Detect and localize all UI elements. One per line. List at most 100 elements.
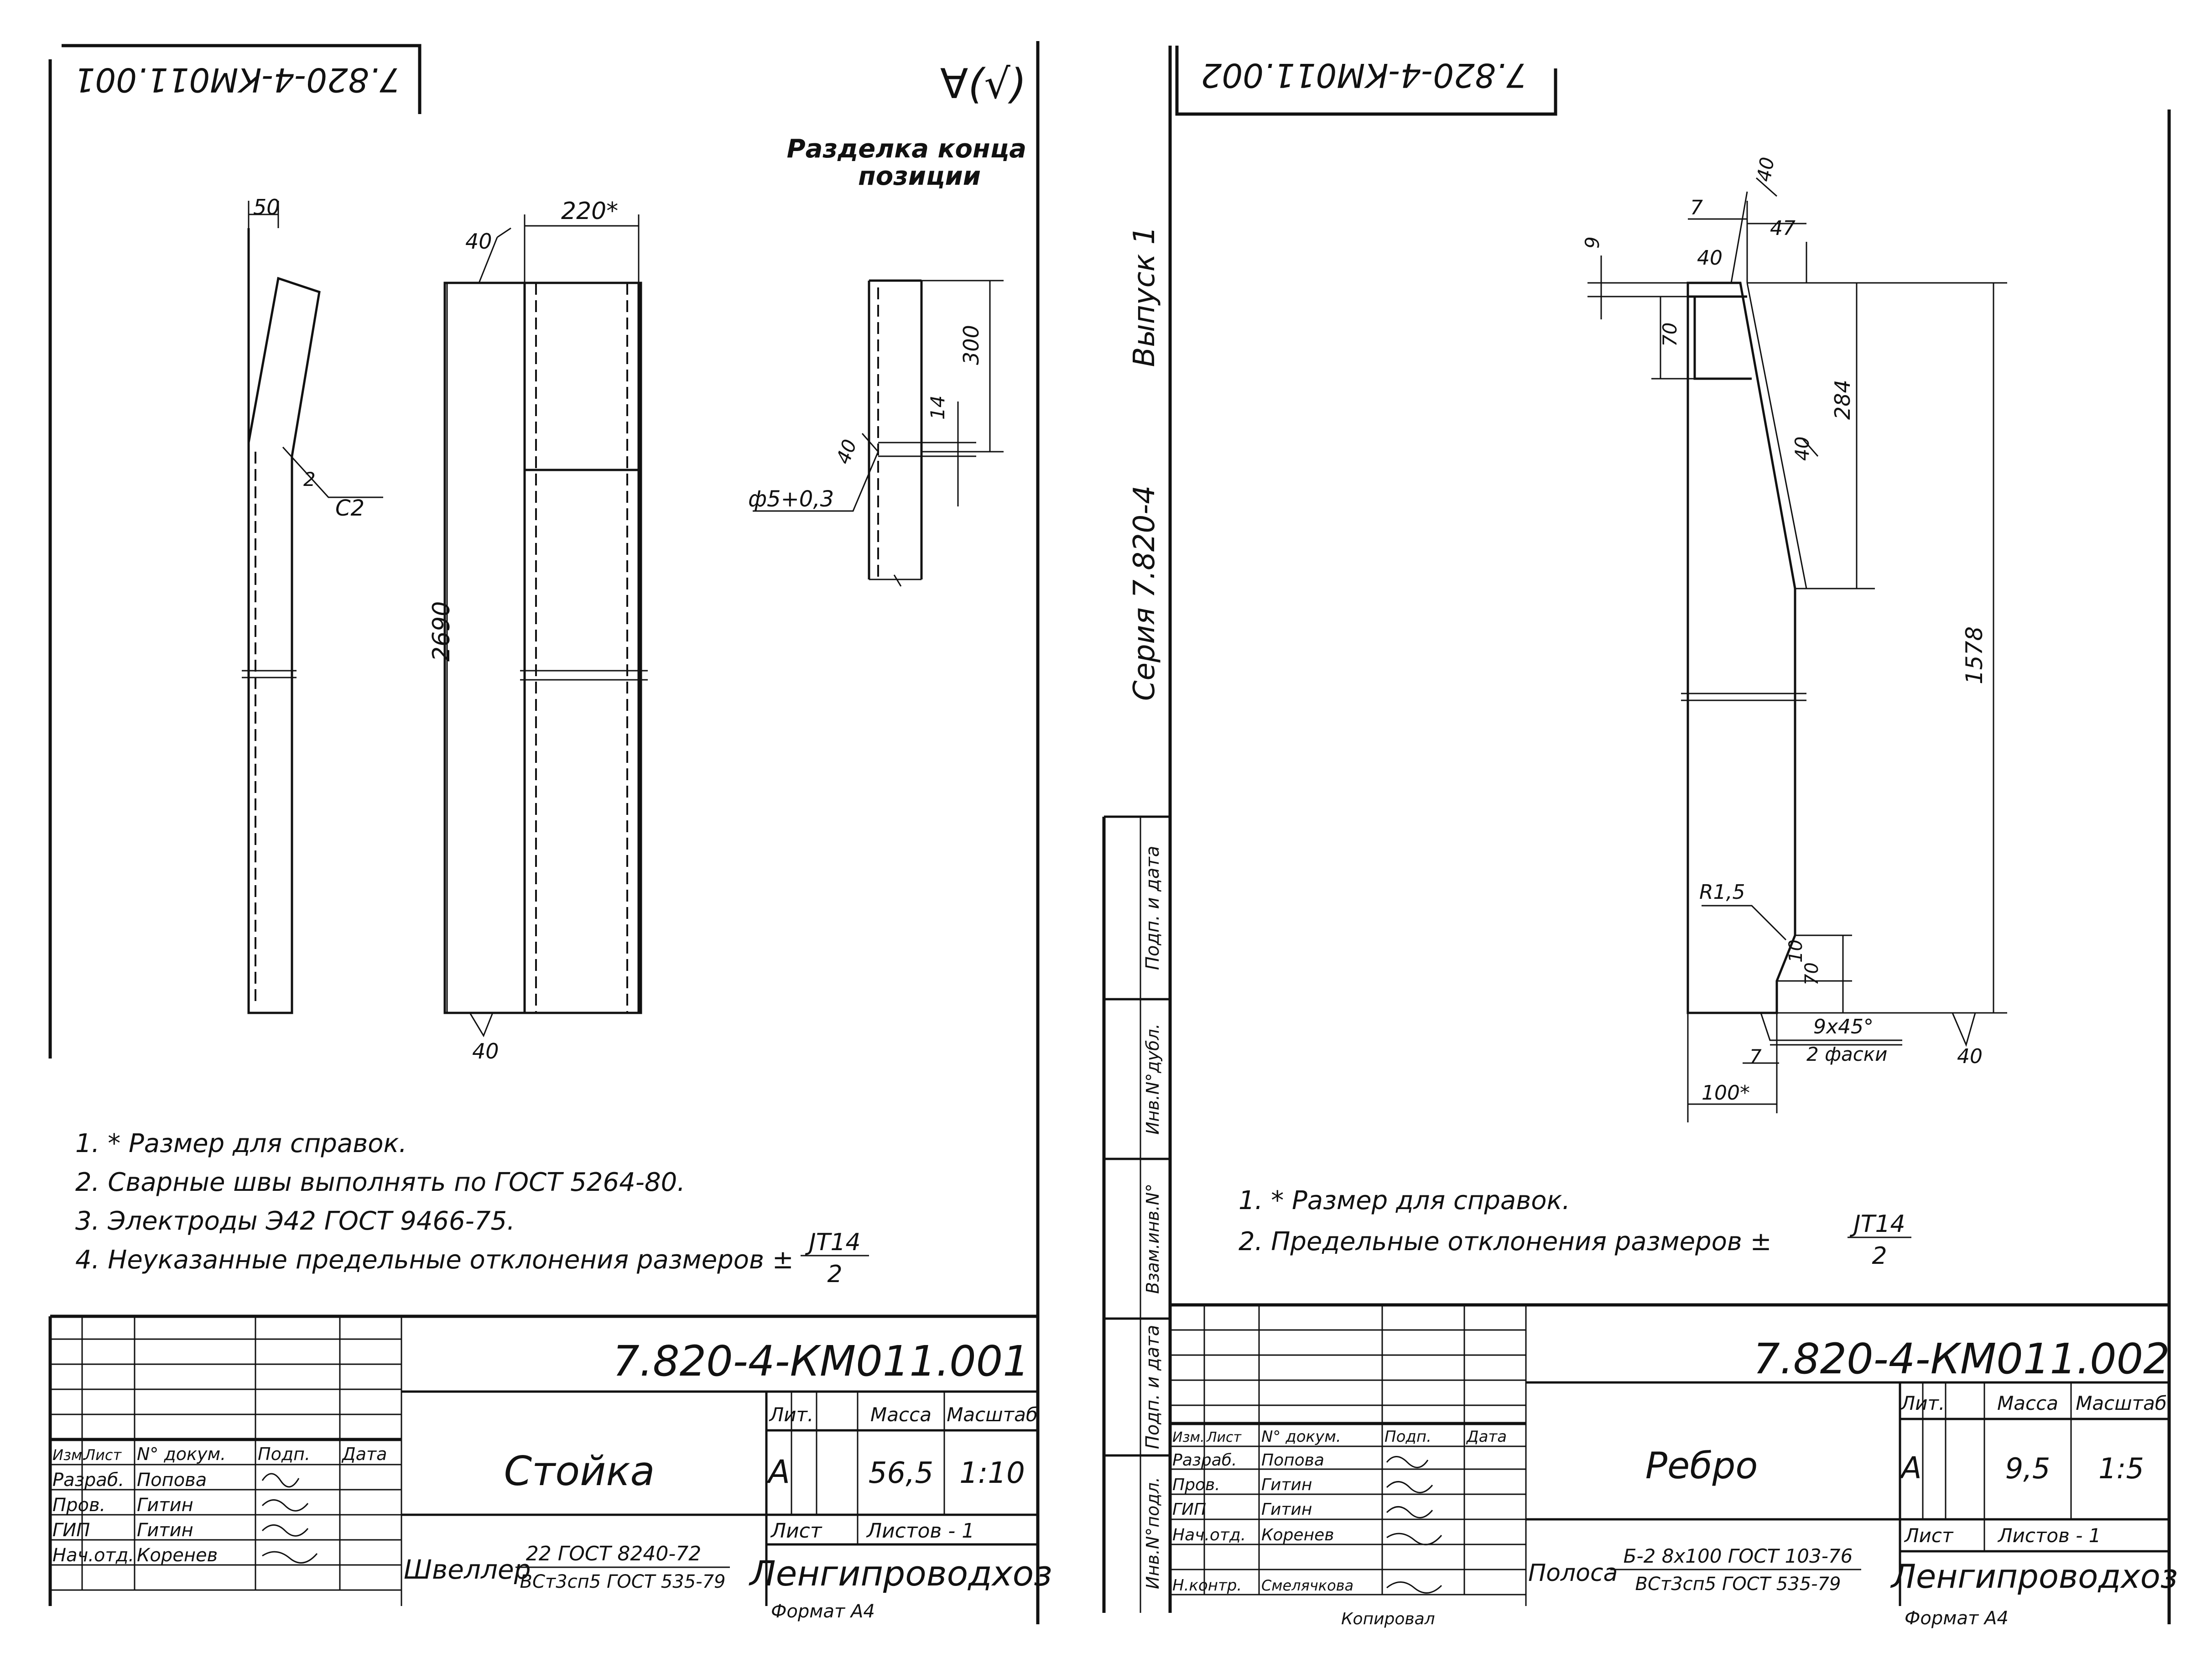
- sheet1-mass-value: 56,5: [869, 1456, 934, 1490]
- hole-dim: ф5+0,3: [748, 486, 834, 512]
- rib-dim-40-b: 40: [1697, 246, 1723, 270]
- dim-14: 14: [926, 396, 949, 420]
- dim-40-bottom: 40: [472, 1039, 499, 1064]
- sheet1-scale-label: Масштаб: [947, 1403, 1038, 1426]
- sheet2-sheets-label: Листов - 1: [1997, 1524, 2101, 1547]
- rib-dim-10: 10: [1785, 939, 1806, 963]
- dim-40-top: 40: [465, 229, 492, 254]
- s2-name-0: Попова: [1261, 1451, 1324, 1470]
- sheet2-mass-label: Масса: [1997, 1392, 2058, 1414]
- s2-h-doc: N° докум.: [1261, 1428, 1341, 1446]
- sheet1-format: Формат А4: [771, 1601, 875, 1622]
- sheet1-notes: 1. * Размер для справок. 2. Сварные швы …: [75, 1129, 869, 1288]
- channel-side-view: 50 2 C2: [242, 195, 383, 1014]
- sheet2-mass-value: 9,5: [2005, 1452, 2051, 1485]
- sheet1-material-top: 22 ГОСТ 8240-72: [526, 1542, 702, 1565]
- dim-50: 50: [253, 195, 280, 219]
- sheet2-title-block: 7.820-4-КМ011.002 Ребро Полоса Б-2 8x100…: [1170, 1303, 2178, 1629]
- s1-role-0: Разраб.: [52, 1470, 124, 1491]
- s1-h-izm: Изм.: [52, 1446, 87, 1464]
- dim-2690: 2690: [428, 601, 455, 662]
- rib-dim-70-bot: 70: [1801, 962, 1822, 986]
- note2-2: 2. Предельные отклонения размеров ±: [1239, 1227, 1772, 1257]
- roughness-mark: ∀(√): [940, 60, 1026, 108]
- rib-dim-1578: 1578: [1961, 626, 1988, 684]
- sheet1-lit-value: А: [766, 1453, 790, 1491]
- sheet1-material-prefix: Швеллер: [404, 1554, 531, 1585]
- sheet1-part-name: Стойка: [504, 1448, 655, 1495]
- sheet2-doc-code: 7.820-4-КМ011.002: [1753, 1335, 2170, 1383]
- side-field-1: Инв.N°дубл.: [1143, 1023, 1163, 1135]
- sheet1-scale-value: 1:10: [959, 1456, 1025, 1490]
- rib-dim-7: 7: [1690, 196, 1703, 219]
- s1-h-sign: Подп.: [258, 1444, 310, 1464]
- side-issue: Выпуск 1: [1128, 226, 1161, 367]
- note1-1: 1. * Размер для справок.: [75, 1129, 407, 1158]
- sheet2-format: Формат А4: [1905, 1608, 2009, 1629]
- dim-c2: C2: [335, 495, 364, 521]
- s2-role-3: Нач.отд.: [1172, 1526, 1246, 1544]
- sheet1-mass-label: Масса: [870, 1403, 932, 1426]
- s2-name-2: Гитин: [1261, 1500, 1312, 1519]
- side-field-3: Подп. и дата: [1142, 1325, 1163, 1449]
- s1-h-list: Лист: [84, 1446, 122, 1464]
- s1-name-3: Коренев: [137, 1545, 218, 1566]
- tol2-den: 2: [1872, 1242, 1887, 1270]
- sheet1-stamp-box: [62, 44, 422, 114]
- sheet2-scale-label: Масштаб: [2076, 1392, 2167, 1414]
- rib-dim-7-bot: 7: [1749, 1045, 1762, 1068]
- side-field-2: Взам.инв.N°: [1143, 1184, 1163, 1294]
- dim-220: 220*: [561, 198, 618, 225]
- s2-h-sign: Подп.: [1384, 1428, 1431, 1446]
- s2-role-2: ГИП: [1172, 1500, 1206, 1519]
- side-field-0: Подп. и дата: [1142, 846, 1163, 970]
- detail-title-line1: Разделка конца: [787, 134, 1026, 164]
- rib-dim-40-bottom: 40: [1957, 1045, 1983, 1068]
- note1-4: 4. Неуказанные предельные отклонения раз…: [75, 1245, 794, 1275]
- rib-dim-40-mid: 40: [1791, 437, 1813, 461]
- sheet2-org: Ленгипроводхоз: [1890, 1557, 2178, 1596]
- rib-drawing: 9 70 40 7 47 40 284 40 1578 R1,5 10 70 9…: [1581, 156, 2007, 1122]
- side-series: Серия 7.820-4: [1128, 485, 1161, 701]
- sheet2-stamp-box: [1175, 46, 1557, 116]
- sheet-right: Подп. и дата Инв.N°дубл. Взам.инв.N° Под…: [1102, 46, 2178, 1629]
- sheet2-sheet-label: Лист: [1904, 1524, 1954, 1547]
- sheet1-doc-code: 7.820-4-КМ011.001: [613, 1337, 1029, 1386]
- tol2-num: JT14: [1849, 1210, 1905, 1238]
- s2-h-date: Дата: [1466, 1428, 1507, 1446]
- s1-name-0: Попова: [137, 1470, 207, 1491]
- note1-3: 3. Электроды Э42 ГОСТ 9466-75.: [75, 1206, 515, 1236]
- rib-dim-284: 284: [1830, 380, 1855, 420]
- s2-name-3: Коренев: [1261, 1526, 1334, 1544]
- detail-title-line2: позиции: [858, 162, 981, 191]
- sheet2-part-name: Ребро: [1645, 1445, 1758, 1487]
- s1-name-1: Гитин: [137, 1495, 193, 1516]
- channel-front-view: 220* 40 2690 40: [428, 198, 648, 1064]
- sheet1-sheet-label: Лист: [770, 1519, 822, 1543]
- sheet1-material-bottom: ВСт3сп5 ГОСТ 535-79: [520, 1571, 726, 1592]
- sheet1-org: Ленгипроводхоз: [748, 1553, 1052, 1594]
- rib-dim-40-top: 40: [1753, 156, 1779, 183]
- s2-role-4: Н.контр.: [1172, 1576, 1242, 1595]
- s1-role-1: Пров.: [52, 1495, 105, 1516]
- sheet2-lit-value: А: [1899, 1450, 1921, 1486]
- sheet1-title-block: 7.820-4-КМ011.001 Стойка Швеллер 22 ГОСТ…: [48, 1314, 1052, 1622]
- sheet1-sheets-label: Листов - 1: [866, 1519, 974, 1543]
- s1-role-3: Нач.отд.: [52, 1545, 134, 1566]
- sheet2-material-bottom: ВСт3сп5 ГОСТ 535-79: [1635, 1574, 1841, 1595]
- rib-dim-9: 9: [1581, 236, 1603, 249]
- sheet2-lit-label: Лит.: [1900, 1392, 1945, 1414]
- sheet2-notes: 1. * Размер для справок. 2. Предельные о…: [1239, 1186, 1911, 1270]
- sheet2-stamp-mirrored: 7.820-4-КМ011.002: [1201, 56, 1527, 94]
- sheet2-material-prefix: Полоса: [1528, 1559, 1618, 1587]
- rib-chamfer2: 2 фаски: [1806, 1043, 1887, 1065]
- s2-name-1: Гитин: [1261, 1476, 1312, 1494]
- s1-h-doc: N° докум.: [137, 1444, 226, 1464]
- dim-40-hole: 40: [832, 436, 861, 467]
- sheet2-scale-value: 1:5: [2098, 1452, 2144, 1485]
- s2-role-1: Пров.: [1172, 1476, 1220, 1494]
- note1-2: 2. Сварные швы выполнять по ГОСТ 5264-80…: [75, 1168, 685, 1197]
- s2-role-0: Разраб.: [1172, 1451, 1237, 1470]
- dim-2: 2: [303, 468, 316, 490]
- s2-h-list: Лист: [1206, 1429, 1242, 1445]
